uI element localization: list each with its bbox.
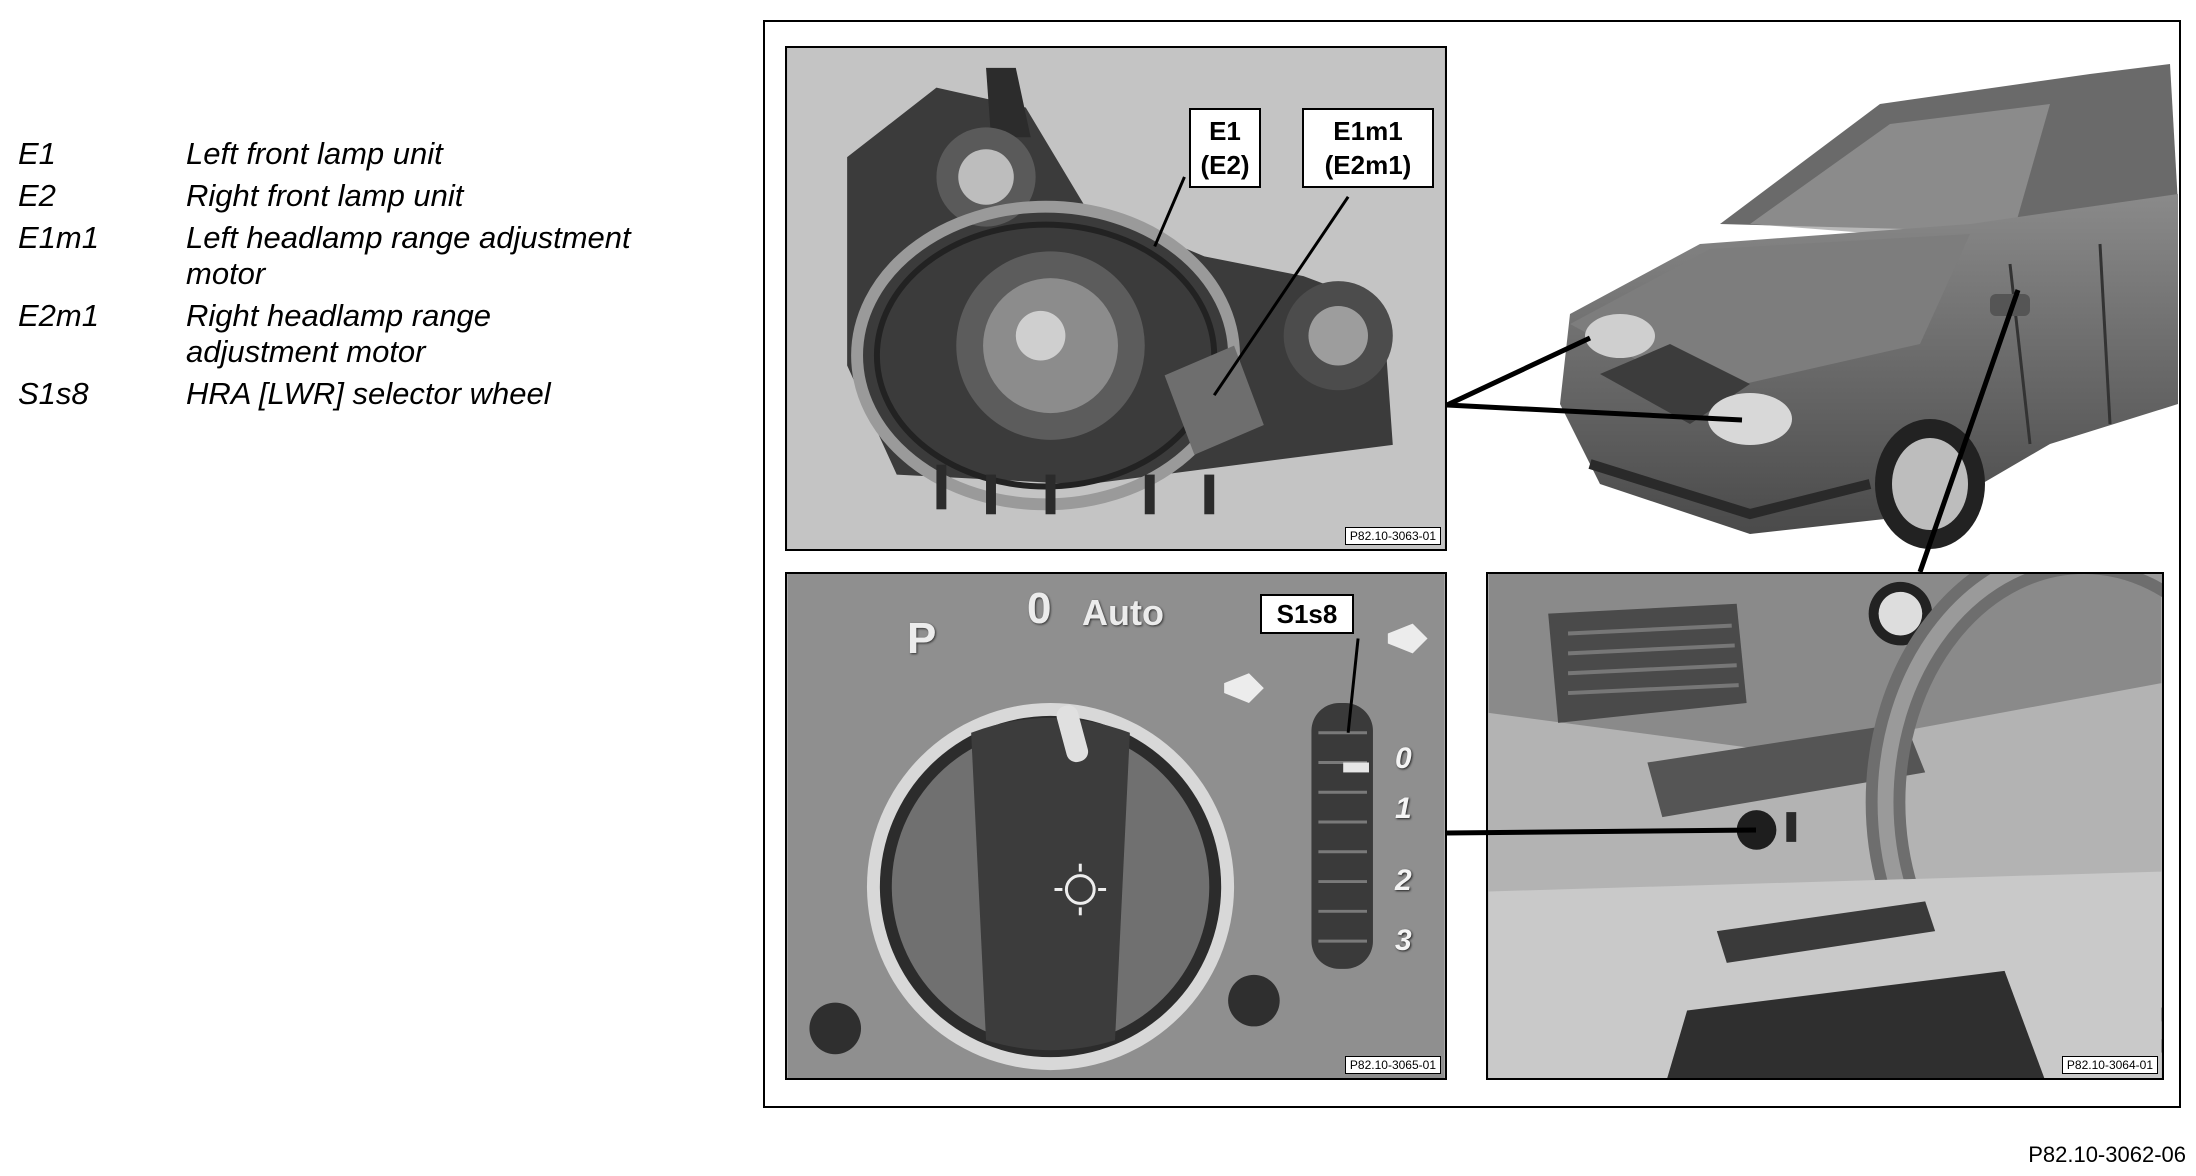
callout-e1: E1 (E2) [1189, 108, 1261, 188]
callout-e1-line2: (E2) [1200, 150, 1250, 180]
legend-description: HRA [LWR] selector wheel [186, 376, 551, 411]
legend-row-e2m1: E2m1 Right headlamp range adjustment mot… [18, 298, 718, 370]
callout-e1-line1: E1 [1209, 116, 1241, 146]
legend-row-s1s8: S1s8 HRA [LWR] selector wheel [18, 376, 718, 412]
wheel-number-3: 3 [1395, 924, 1412, 957]
legend-row-e1m1: E1m1 Left headlamp range adjustment moto… [18, 220, 718, 292]
callout-e1m1: E1m1 (E2m1) [1302, 108, 1434, 188]
legend-code: E1m1 [18, 220, 99, 255]
wheel-number-1: 1 [1395, 792, 1412, 825]
wheel-number-2: 2 [1395, 864, 1412, 897]
headlamp-image [787, 48, 1445, 549]
legend-description: Right headlamp range adjustment motor [186, 298, 492, 369]
legend-description: Left front lamp unit [186, 136, 443, 171]
callout-e1m1-line2: (E2m1) [1324, 150, 1412, 180]
legend-code: E2m1 [18, 298, 99, 333]
legend-row-e1: E1 Left front lamp unit [18, 136, 718, 172]
legend-code: E2 [18, 178, 56, 213]
legend-row-e2: E2 Right front lamp unit [18, 178, 718, 214]
legend-description: Left headlamp range adjustment motor [186, 220, 631, 291]
legend: E1 Left front lamp unit E2 Right front l… [18, 136, 718, 418]
figure-reference: P82.10-3062-06 [2028, 1142, 2186, 1167]
dashboard-image [1488, 574, 2162, 1078]
panel-ref: P82.10-3063-01 [1344, 527, 1441, 545]
light-switch-image [787, 574, 1445, 1078]
headlamp-panel: E1 (E2) E1m1 (E2m1) P82.10-3063-01 [785, 46, 1447, 551]
panel-ref: P82.10-3065-01 [1344, 1056, 1441, 1074]
label-parking: P [907, 614, 937, 663]
legend-code: S1s8 [18, 376, 89, 411]
car-illustration [1450, 44, 2178, 564]
callout-e1m1-line1: E1m1 [1333, 116, 1403, 146]
car-image [1560, 64, 2178, 549]
panel-ref: P82.10-3064-01 [2061, 1056, 2158, 1074]
callout-s1s8-text: S1s8 [1276, 599, 1338, 629]
wheel-number-0: 0 [1395, 742, 1412, 775]
leader-line [1346, 638, 1360, 733]
leader-line [1153, 176, 1186, 248]
callout-s1s8: S1s8 [1260, 594, 1354, 634]
dashboard-panel: P82.10-3064-01 [1486, 572, 2164, 1080]
legend-description: Right front lamp unit [186, 178, 464, 213]
light-switch-panel: P 0 Auto S1s8 0 1 2 3 P82.10-3065-01 [785, 572, 1447, 1080]
legend-code: E1 [18, 136, 56, 171]
leader-line [1212, 195, 1350, 397]
label-auto: Auto [1082, 592, 1164, 633]
label-zero: 0 [1027, 584, 1052, 633]
